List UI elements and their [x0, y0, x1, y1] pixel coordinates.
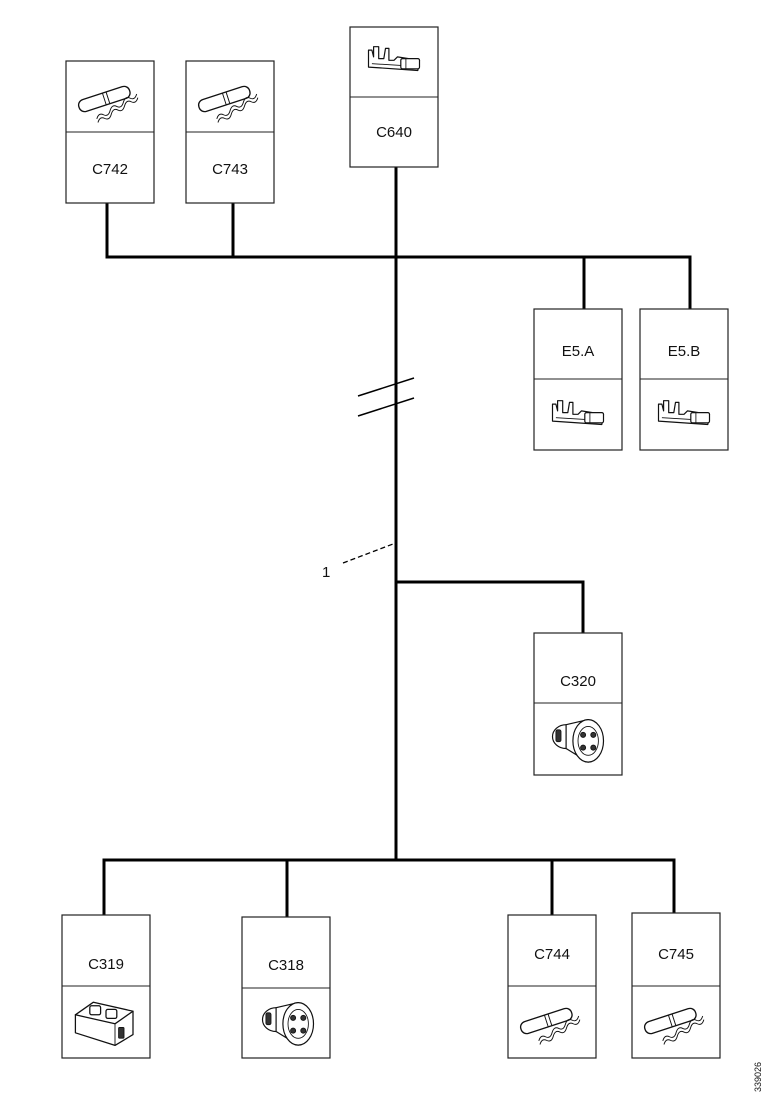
figure-number: 339026 — [753, 1062, 763, 1092]
connector-label-c743: C743 — [212, 161, 248, 178]
connector-label-c640: C640 — [376, 124, 412, 141]
connector-c640[interactable]: C640 — [349, 26, 439, 168]
connector-c745[interactable]: C745 — [631, 912, 721, 1059]
connector-label-c319: C319 — [88, 956, 124, 973]
wire-break-symbol — [357, 377, 415, 417]
connector-c743[interactable]: C743 — [185, 60, 275, 204]
connector-c744[interactable]: C744 — [507, 914, 597, 1059]
connector-c318[interactable]: C318 — [241, 916, 331, 1059]
connector-label-c742: C742 — [92, 161, 128, 178]
callout-1: 1 — [322, 543, 394, 581]
connector-c320[interactable]: C320 — [533, 632, 623, 776]
connector-label-e5b: E5.B — [668, 343, 701, 360]
connector-label-c744: C744 — [534, 946, 570, 963]
connector-e5b[interactable]: E5.B — [639, 308, 729, 451]
connector-label-c318: C318 — [268, 957, 304, 974]
connector-label-c320: C320 — [560, 673, 596, 690]
connector-c319[interactable]: C319 — [61, 914, 151, 1059]
connector-e5a[interactable]: E5.A — [533, 308, 623, 451]
harness-wires — [102, 165, 692, 919]
callout-1-label: 1 — [322, 564, 330, 581]
connector-label-e5a: E5.A — [562, 343, 595, 360]
connector-label-c745: C745 — [658, 946, 694, 963]
connector-c742[interactable]: C742 — [65, 60, 155, 204]
